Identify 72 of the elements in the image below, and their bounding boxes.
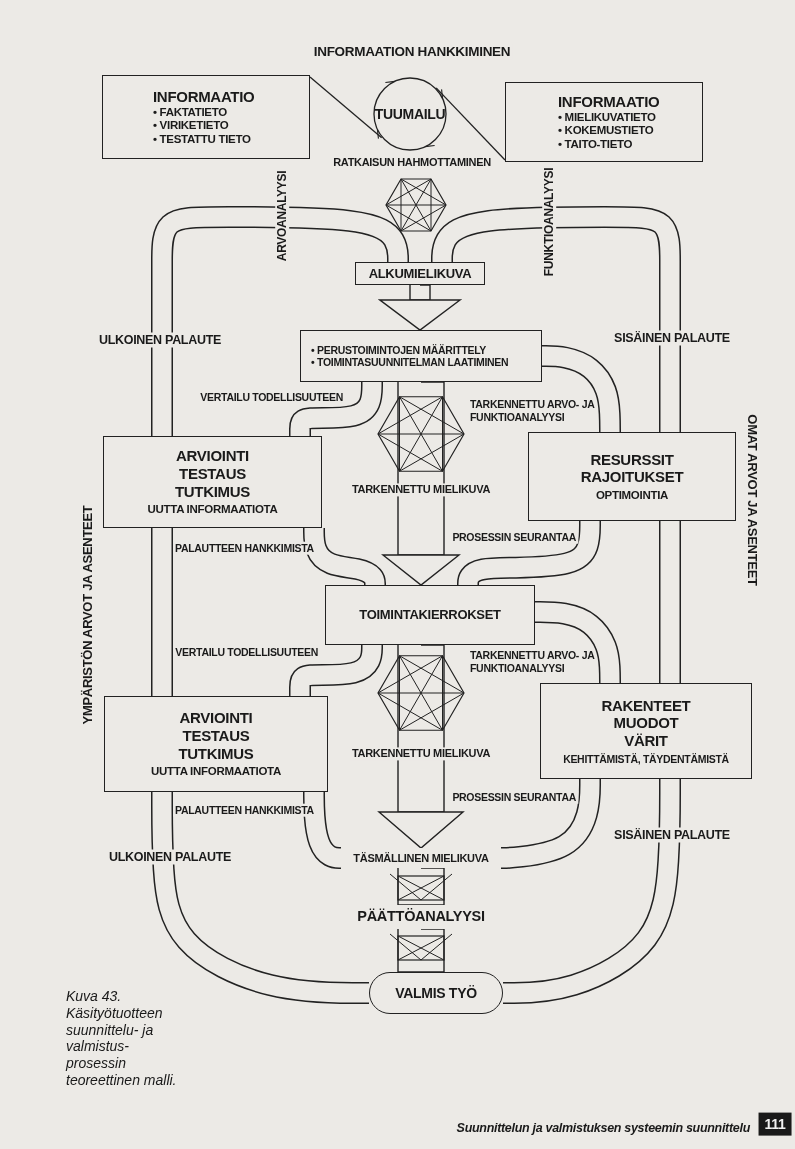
process-box — [355, 262, 485, 285]
box-heading: INFORMAATIO — [153, 87, 255, 106]
edge-label: PROSESSIN SEURANTAA — [450, 530, 578, 544]
box-text: TESTAUS — [179, 464, 246, 483]
edge-label: TARKENNETTU MIELIKUVA — [349, 747, 493, 761]
box-text: • FAKTATIETO — [153, 105, 227, 120]
circle-node — [373, 77, 447, 151]
edge-label: PROSESSIN SEURANTAA — [450, 790, 578, 804]
process-box — [325, 585, 535, 645]
box-heading: ARVIOINTI — [179, 709, 253, 727]
process-box — [103, 436, 322, 528]
block-arrow — [382, 381, 460, 586]
box-text: • MIELIKUVATIETO — [558, 110, 656, 125]
box-text: • KOKEMUSTIETO — [558, 124, 654, 138]
process-box — [102, 75, 310, 159]
vertical-label: FUNKTIOANALYYSI — [541, 165, 557, 279]
edge-label: TARKENNETTU ARVO- JA FUNKTIOANALYYSI — [469, 649, 596, 675]
double-line-connector — [503, 779, 681, 1004]
box-heading: • PERUSTOIMINTOJEN MÄÄRITTELY — [311, 343, 487, 356]
box-heading: VALMIS TYÖ — [395, 984, 477, 1002]
box-text: TESTAUS — [182, 726, 250, 745]
box-text: • TOIMINTASUUNNITELMAN LAATIMINEN — [311, 356, 509, 369]
box-text: RAJOITUKSET — [580, 468, 684, 486]
box-heading: TUUMAILU — [374, 105, 446, 123]
box-heading: ARVIOINTI — [176, 447, 249, 465]
box-text: • TAITO-TIETO — [558, 137, 633, 152]
process-box — [540, 683, 752, 779]
box-text: TUTKIMUS — [174, 482, 251, 501]
edge-label: ULKOINEN PALAUTE — [96, 332, 224, 348]
process-box — [505, 82, 703, 162]
box-text: OPTIMOINTIA — [595, 488, 669, 503]
figure-caption: Kuva 43. Käsityötuotteen suunnittelu- ja valmistus- prosessin teoreettinen malli. — [66, 988, 178, 1089]
box-heading: PÄÄTTÖANALYYSI — [357, 908, 485, 926]
edge-label: SISÄINEN PALAUTE — [612, 330, 732, 346]
box-text: • VIRIKETIETO — [153, 119, 229, 133]
double-line-connector — [151, 792, 369, 1004]
box-heading: TOIMINTAKIERROKSET — [359, 607, 501, 623]
double-line-connector — [397, 867, 445, 906]
edge-label: TARKENNETTU MIELIKUVA — [349, 483, 493, 497]
box-heading: TÄSMÄLLINEN MIELIKUVA — [353, 851, 489, 865]
double-line-connector — [151, 206, 409, 436]
box-text: MUODOT — [613, 714, 679, 733]
box-heading: RAKENTEET — [601, 696, 691, 715]
vertical-label: ARVOANALYYSI — [274, 168, 290, 264]
box-text: TUTKIMUS — [178, 744, 254, 763]
process-box — [528, 432, 736, 521]
process-box — [104, 696, 328, 792]
block-arrow — [378, 644, 464, 849]
double-line-connector — [659, 521, 681, 683]
process-box — [300, 330, 542, 382]
box-text: VÄRIT — [624, 732, 668, 750]
box-text: UUTTA INFORMAATIOTA — [147, 503, 278, 517]
double-line-connector — [397, 928, 445, 973]
box-text: KEHITTÄMISTÄ, TÄYDENTÄMISTÄ — [563, 752, 729, 766]
edge-label: PALAUTTEEN HANKKIMISTA — [173, 803, 316, 817]
box-heading: INFORMAATIO — [558, 92, 660, 111]
terminal-box — [369, 972, 503, 1014]
edge-label: TARKENNETTU ARVO- JA FUNKTIOANALYYSI — [469, 398, 596, 424]
double-line-connector — [431, 206, 681, 432]
page-number: 111 — [758, 1112, 792, 1136]
box-text: • TESTATTU TIETO — [153, 132, 251, 147]
box-heading: ALKUMIELIKUVA — [368, 265, 472, 282]
double-line-connector — [151, 528, 173, 696]
box-text: UUTTA INFORMAATIOTA — [151, 765, 281, 779]
page-footer: Suunnittelun ja valmistuksen systeemin suunnittelu — [454, 1120, 752, 1136]
edge-label: ULKOINEN PALAUTE — [106, 849, 234, 865]
edge-label: SISÄINEN PALAUTE — [612, 827, 732, 843]
box-heading: RESURSSIT — [590, 450, 674, 469]
edge-label: VERTAILU TODELLISUUTEEN — [198, 390, 345, 404]
edge-label: VERTAILU TODELLISUUTEEN — [173, 645, 320, 659]
edge-label: PALAUTTEEN HANKKIMISTA — [173, 541, 316, 555]
block-arrow — [379, 284, 461, 331]
